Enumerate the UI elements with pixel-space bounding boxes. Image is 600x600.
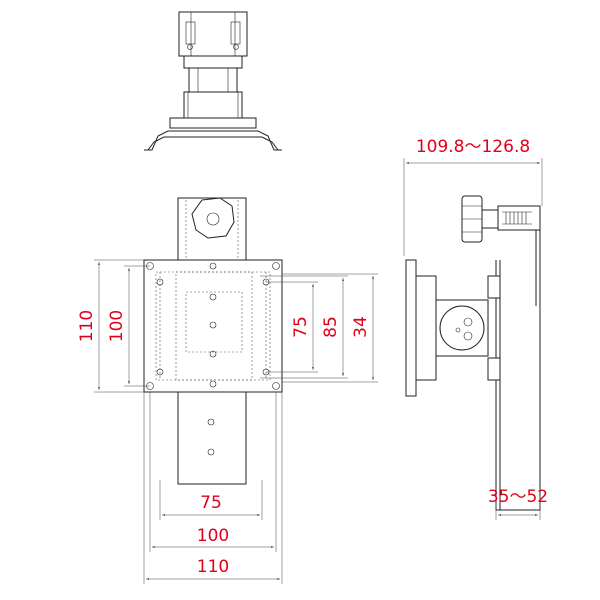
screw-icon — [209, 293, 217, 301]
dim-label-bottom-outer: 110 — [197, 557, 229, 577]
screw-icon — [209, 262, 217, 270]
screw-icon — [207, 418, 215, 426]
knob-icon — [191, 197, 235, 239]
dim-label-right-c: 34 — [351, 316, 371, 338]
side-view-plate — [405, 259, 417, 397]
mount-hole-icon — [156, 368, 164, 376]
vesa-plate — [143, 259, 283, 393]
dim-label-side-bottom: 35～52 — [488, 487, 548, 507]
mount-hole-icon — [156, 278, 164, 286]
top-view — [144, 11, 282, 151]
mount-hole-icon — [272, 382, 280, 390]
side-view — [403, 158, 543, 520]
mount-hole-icon — [272, 262, 280, 270]
front-view — [94, 197, 378, 584]
side-view-bracket — [495, 205, 541, 511]
screw-icon — [207, 448, 215, 456]
front-view-extension-arm — [177, 391, 247, 485]
top-view-clamp-body — [178, 11, 248, 57]
side-view-clamp-arm — [497, 205, 541, 231]
dim-label-right-a: 75 — [291, 316, 311, 338]
knob-center-icon — [206, 212, 220, 226]
dim-label-bottom-inner: 75 — [200, 493, 222, 513]
dim-label-left-outer: 110 — [77, 310, 97, 342]
screw-icon — [463, 331, 473, 341]
dim-label-bottom-mid: 100 — [197, 526, 229, 546]
screw-icon — [209, 380, 217, 388]
dim-label-right-b: 85 — [321, 316, 341, 338]
screw-icon — [209, 350, 217, 358]
screw-icon — [463, 317, 473, 327]
screw-icon — [233, 44, 239, 50]
dim-label-left-inner: 100 — [107, 310, 127, 342]
screw-icon — [209, 321, 217, 329]
side-view-mount-block — [435, 299, 489, 357]
dim-label-side-top: 109.8～126.8 — [416, 137, 530, 157]
screw-icon — [187, 44, 193, 50]
top-view-base-bracket — [144, 130, 282, 151]
